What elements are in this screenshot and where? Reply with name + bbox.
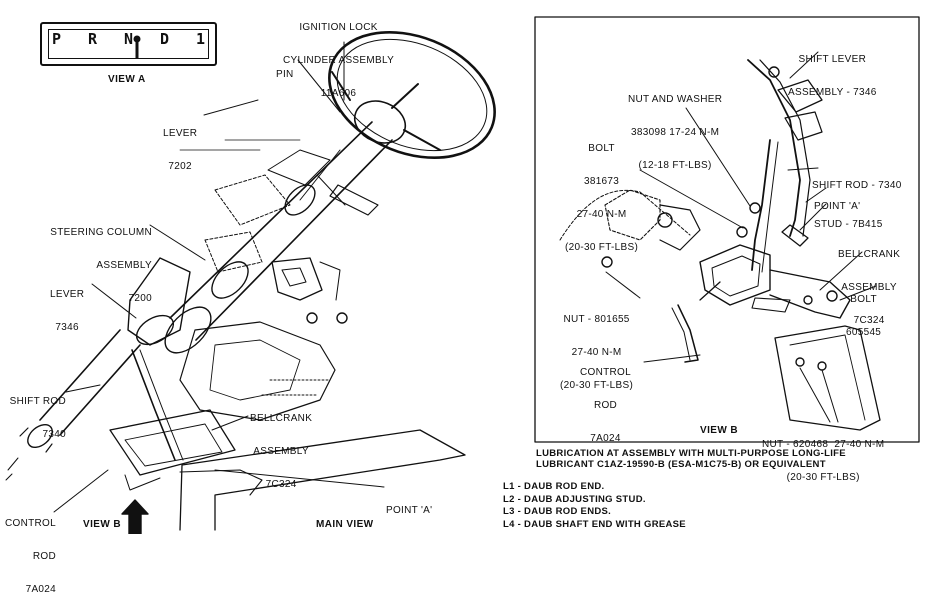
lubrication-note: LUBRICATION AT ASSEMBLY WITH MULTI-PURPO… [536,448,846,470]
steering-column-body [164,121,393,354]
label-shift-rod-7340: SHIFT ROD 7340 [9,396,66,440]
legend-item: L1 - DAUB ROD END. [503,481,605,492]
lower-column-and-shift-lever [19,257,191,453]
shift-lever-assembly [747,59,823,247]
label-bolt-605545: BOLT 605545 [846,294,882,338]
view-b-shift-rod [751,139,779,273]
view-b-arrow-label: VIEW B [83,519,121,530]
label-point-a-main: POINT 'A' [386,505,433,516]
label-view-b-bellcrank: BELLCRANK ASSEMBLY 7C324 [838,249,901,326]
label-pin: PIN [276,69,294,80]
view-a-title: VIEW A [108,74,146,85]
label-lever-7202: LEVER 7202 [163,128,198,172]
gear-pointer-icon [133,35,141,59]
steering-wheel [328,31,496,159]
main-view-leaders [53,41,385,513]
gear-indicator-plate: P R N D 1 [40,22,217,66]
lubrication-legend: L1 - DAUB ROD END.L2 - DAUB ADJUSTING ST… [503,481,686,531]
label-stud-7b415: STUD - 7B415 [814,219,883,230]
legend-item: L2 - DAUB ADJUSTING STUD. [503,493,646,505]
label-bolt-381673: BOLT 381673 27-40 N-m (20-30 FT-LBS) [565,143,639,253]
label-steering-column-assembly: STEERING COLUMN ASSEMBLY 7200 [50,227,152,304]
gear-positions: P R N D 1 [52,30,205,48]
view-b-title: VIEW B [700,425,738,436]
legend-item: L3 - DAUB ROD ENDS. [503,506,612,517]
label-ignition-lock-cylinder: IGNITION LOCK CYLINDER ASSEMBLY 11A606 [283,22,395,99]
view-b-arrow [121,499,149,534]
label-view-b-point-a: POINT 'A' [814,201,861,212]
label-view-b-control-rod: CONTROL ROD 7A024 [580,367,631,444]
transmission-case [179,321,336,421]
frame-rail [5,429,466,531]
legend-item: L4 - DAUB SHAFT END WITH GREASE [503,518,686,530]
view-b-control-rod [671,281,721,363]
shift-rod-and-bellcrank [109,349,263,496]
view-b-bellcrank [601,202,851,319]
label-shift-lever-assembly: SHIFT LEVER ASSEMBLY - 7346 [788,54,877,98]
gear-letter: D [159,30,169,48]
column-bracket [271,257,348,324]
view-b-frame-rail [774,325,881,431]
linkage-diagram-art [5,16,920,534]
view-b-support-bracket [559,189,701,251]
label-bellcrank-assembly: BELLCRANK ASSEMBLY 7C324 [250,413,313,490]
gear-letter: P [52,30,62,48]
label-lever-7346: LEVER 7346 [50,289,85,333]
label-nut-and-washer: NUT AND WASHER 383098 17-24 N-m (12-18 F… [628,94,723,171]
gear-letter: R [87,30,98,48]
label-view-b-shift-rod: SHIFT ROD - 7340 [812,180,902,191]
gear-letter: 1 [195,30,205,48]
gear-letter: N [123,30,133,48]
label-control-rod-main: CONTROL ROD 7A024 [5,518,56,595]
view-b-frame [534,16,920,443]
label-nut-620468: NUT - 620468 27-40 N-m (20-30 FT-LBS) [762,439,885,483]
main-view-title: MAIN VIEW [316,519,374,530]
view-b-leaders [605,51,877,423]
gear-indicator-window [48,29,209,59]
label-nut-801655: NUT - 801655 27-40 N-m (20-30 FT-LBS) [560,314,634,391]
